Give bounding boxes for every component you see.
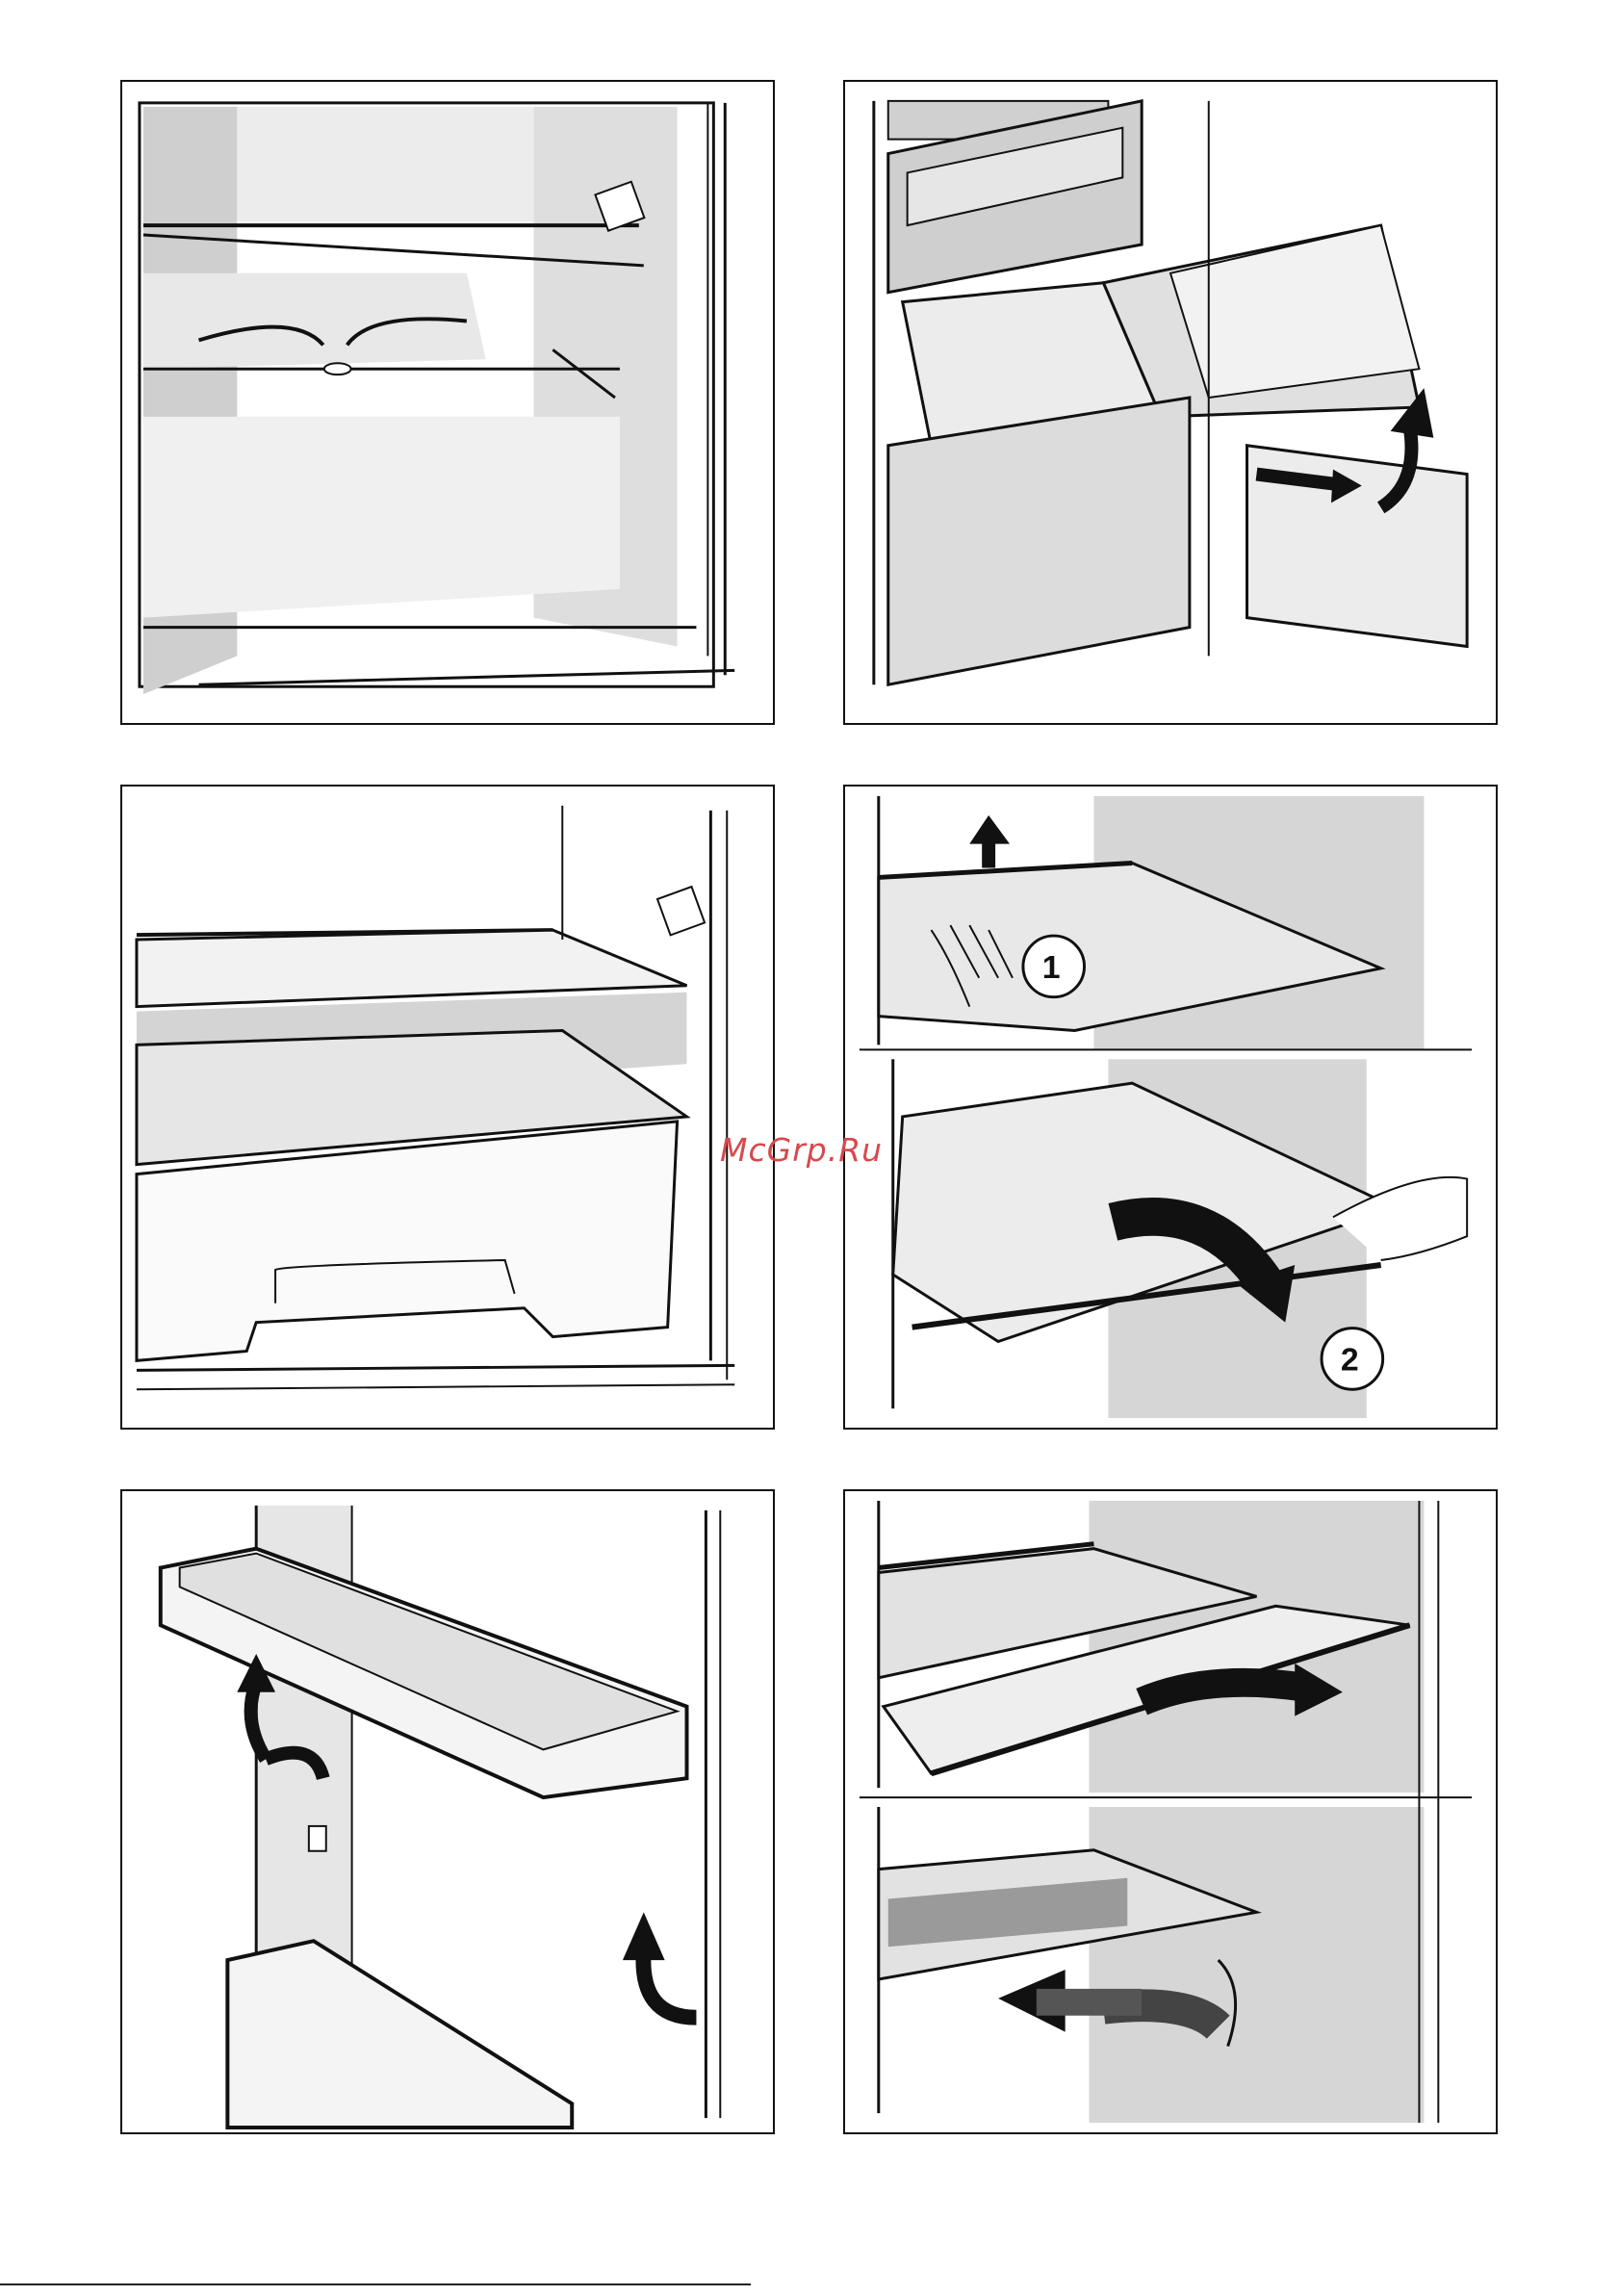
- step-1-label: 1: [1042, 949, 1061, 986]
- glass-shelf-drawing: 1 2: [845, 787, 1496, 1428]
- illustration-door-bin-removal: [120, 1489, 775, 2134]
- shelf-drawer-drawing: [122, 787, 773, 1428]
- illustration-condensation-drain: [120, 80, 775, 725]
- illustration-glass-shelf-removal: 1 2: [843, 785, 1498, 1430]
- step-2-label: 2: [1341, 1341, 1359, 1378]
- illustration-drawer-removal: [843, 80, 1498, 725]
- illustration-shelf-reinsertion: [843, 1489, 1498, 2134]
- door-bin-drawing: [122, 1491, 773, 2132]
- fridge-interior-drawing: [122, 82, 773, 723]
- shelf-reinsertion-drawing: [845, 1491, 1496, 2132]
- footer-rule: [0, 2283, 751, 2285]
- watermark-text: McGrp.Ru: [720, 1131, 883, 1169]
- drawer-drawing: [845, 82, 1496, 723]
- illustration-shelf-and-drawer: [120, 785, 775, 1430]
